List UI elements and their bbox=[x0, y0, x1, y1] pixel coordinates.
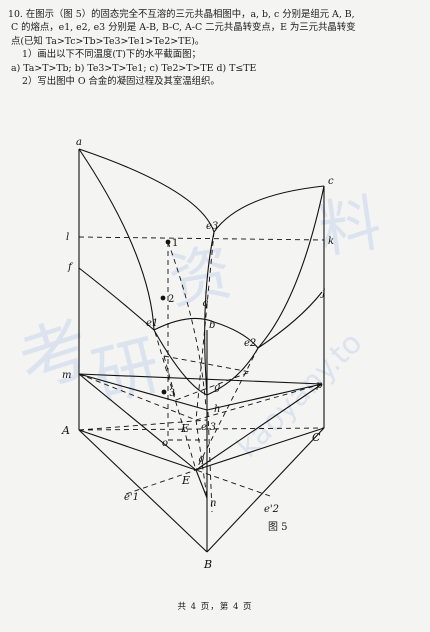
label-e2: e2 bbox=[244, 338, 256, 349]
label-h: h bbox=[214, 404, 220, 415]
label-n: n bbox=[210, 498, 216, 509]
label-e3: e3 bbox=[206, 221, 218, 232]
dashed-lines bbox=[78, 231, 325, 513]
label-o: o bbox=[162, 438, 168, 449]
question-line-1: 10. 在图示（图 5）的固态完全不互溶的三元共晶相图中，a, b, c 分别是… bbox=[8, 9, 355, 20]
points bbox=[160, 239, 171, 395]
question-line-3: 点(已知 Ta>Tc>Tb>Te3>Te1>Te2>TE)。 bbox=[11, 35, 205, 47]
label-e2-prime: e'2 bbox=[264, 504, 279, 515]
label-point-2: 2 bbox=[168, 294, 174, 305]
point-2 bbox=[160, 295, 166, 301]
figure-caption: 图 5 bbox=[268, 522, 288, 533]
question-text: 10. 在图示（图 5）的固态完全不互溶的三元共晶相图中，a, b, c 分别是… bbox=[8, 8, 422, 88]
label-E-upper: E bbox=[180, 422, 189, 435]
label-g: g bbox=[214, 382, 220, 393]
label-B: B bbox=[203, 558, 212, 571]
label-b: b bbox=[209, 320, 215, 331]
label-q-lower: q bbox=[198, 454, 204, 465]
label-e3-prime: e'3 bbox=[201, 422, 216, 433]
label-point-1: 1 bbox=[172, 238, 178, 249]
diagram-lines bbox=[78, 148, 325, 553]
question-line-2: C 的熔点，e1, e2, e3 分别是 A-B, B-C, A-C 二元共晶转… bbox=[11, 22, 356, 34]
diagram-labels: a c b l k f j e1 e2 e3 m p g h A C B E E… bbox=[61, 137, 334, 571]
label-f: f bbox=[67, 262, 74, 273]
label-p: p bbox=[316, 380, 323, 391]
label-e1: e1 bbox=[146, 318, 158, 329]
label-c: c bbox=[328, 176, 334, 187]
label-m: m bbox=[62, 370, 71, 381]
point-3 bbox=[161, 389, 167, 395]
label-k: k bbox=[328, 236, 334, 247]
label-A: A bbox=[61, 424, 70, 437]
label-j: j bbox=[320, 288, 325, 299]
question-item-2: 2）写出图中 O 合金的凝固过程及其室温组织。 bbox=[22, 76, 220, 88]
label-a: a bbox=[76, 137, 82, 148]
label-point-3: 3 bbox=[169, 388, 175, 399]
page-footer: 共 4 页，第 4 页 bbox=[177, 602, 253, 612]
label-l: l bbox=[66, 232, 69, 243]
label-C: C bbox=[312, 431, 321, 444]
question-item-1: 1）画出以下不同温度(T)下的水平截面图； bbox=[22, 49, 201, 61]
label-e1-prime: e'1 bbox=[124, 492, 139, 503]
label-q-upper: q bbox=[202, 298, 208, 309]
label-E-lower: E bbox=[181, 474, 190, 487]
point-1 bbox=[165, 239, 171, 245]
question-options: a) Ta>T>Tb; b) Te3>T>Te1; c) Te2>T>TE d)… bbox=[11, 62, 257, 74]
